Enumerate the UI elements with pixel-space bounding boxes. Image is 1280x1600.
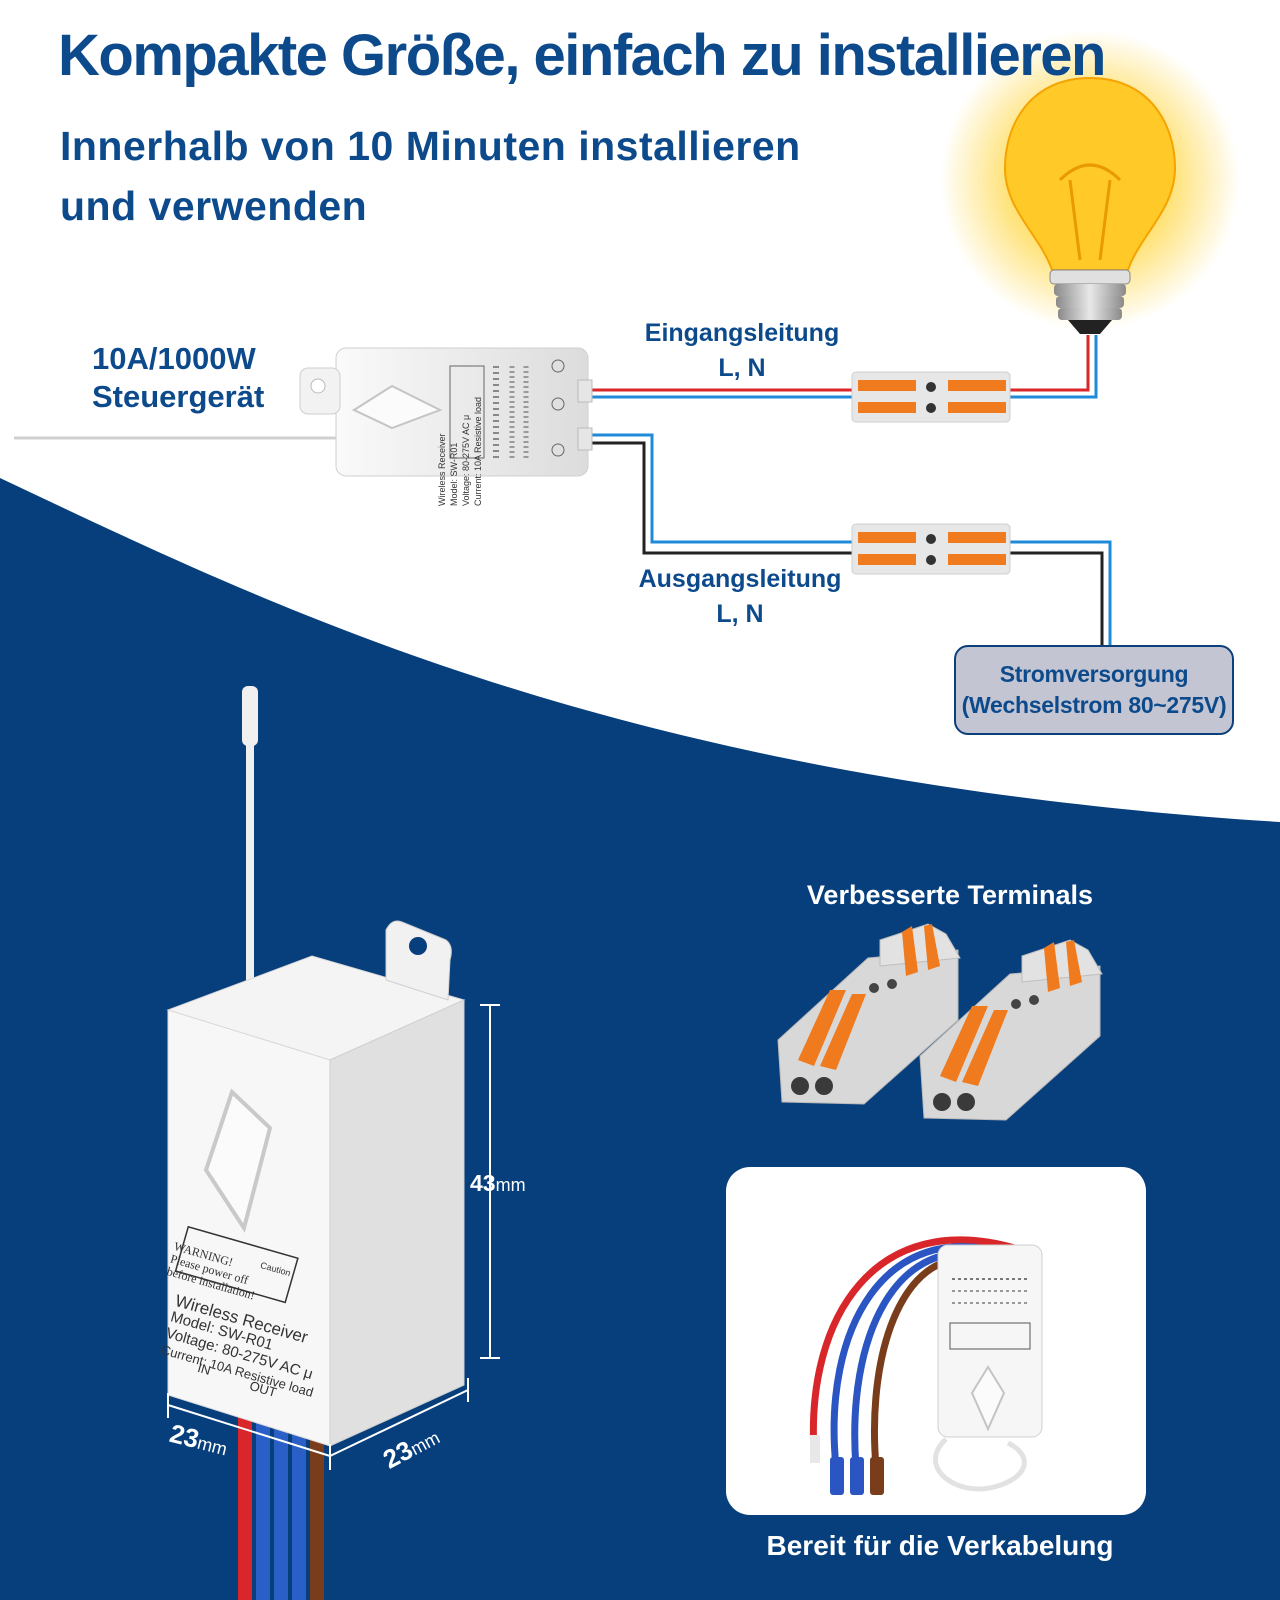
input-line-sub: L, N (718, 354, 766, 382)
receiver-product-photo (166, 686, 466, 1600)
wired-receiver-illustration (809, 1236, 1043, 1495)
wired-receiver-photo-card (726, 1167, 1146, 1515)
terminals-label: Verbesserte Terminals (806, 880, 1094, 910)
controller-rating: 10A/1000W (92, 341, 256, 376)
light-bulb-icon (940, 30, 1240, 334)
dimension-height-unit: mm (495, 1175, 526, 1195)
receiver-diagram-unit (299, 347, 593, 477)
input-line-title: Eingangsleitung (644, 319, 840, 347)
dimension-lines (167, 1004, 500, 1470)
dimension-height: 43mm (470, 1170, 526, 1197)
controller-label: 10A/1000W Steuergerät (92, 340, 264, 416)
controller-name: Steuergerät (92, 379, 265, 414)
dimension-height-value: 43 (470, 1170, 496, 1196)
diagram-connector-bottom (851, 523, 1011, 575)
output-line-label: Ausgangsleitung L, N (626, 562, 854, 632)
diagram-receiver-name: Wireless Receiver (437, 433, 447, 506)
power-supply-spec: (Wechselstrom 80~275V) (961, 692, 1227, 718)
diagram-receiver-voltage: Voltage: 80-275V AC μ (461, 414, 471, 506)
diagram-connector-top (851, 371, 1011, 423)
diagram-receiver-label: Wireless Receiver Model: SW-R01 Voltage:… (436, 326, 484, 506)
page-subtitle: Innerhalb von 10 Minuten installieren un… (60, 116, 801, 236)
page-title: Kompakte Größe, einfach zu installieren (58, 23, 1106, 88)
dimension-width-unit: mm (195, 1432, 230, 1460)
power-supply-title: Stromversorgung (999, 661, 1189, 687)
power-supply-box: Stromversorgung (Wechselstrom 80~275V) (954, 645, 1234, 735)
input-line-label: Eingangsleitung L, N (628, 316, 856, 386)
subtitle-line-2: und verwenden (60, 183, 368, 229)
output-line-title: Ausgangsleitung (638, 565, 842, 593)
wiring-diagram (14, 335, 1112, 645)
output-line-sub: L, N (716, 600, 764, 628)
terminal-connector-right (919, 939, 1103, 1121)
diagram-receiver-model: Model: SW-R01 (449, 442, 459, 506)
ready-for-wiring-label: Bereit für die Verkabelung (766, 1530, 1114, 1561)
subtitle-line-1: Innerhalb von 10 Minuten installieren (60, 123, 801, 169)
diagram-receiver-current: Current: 10A Resistive load (473, 396, 483, 506)
terminal-connector-left (777, 923, 961, 1105)
